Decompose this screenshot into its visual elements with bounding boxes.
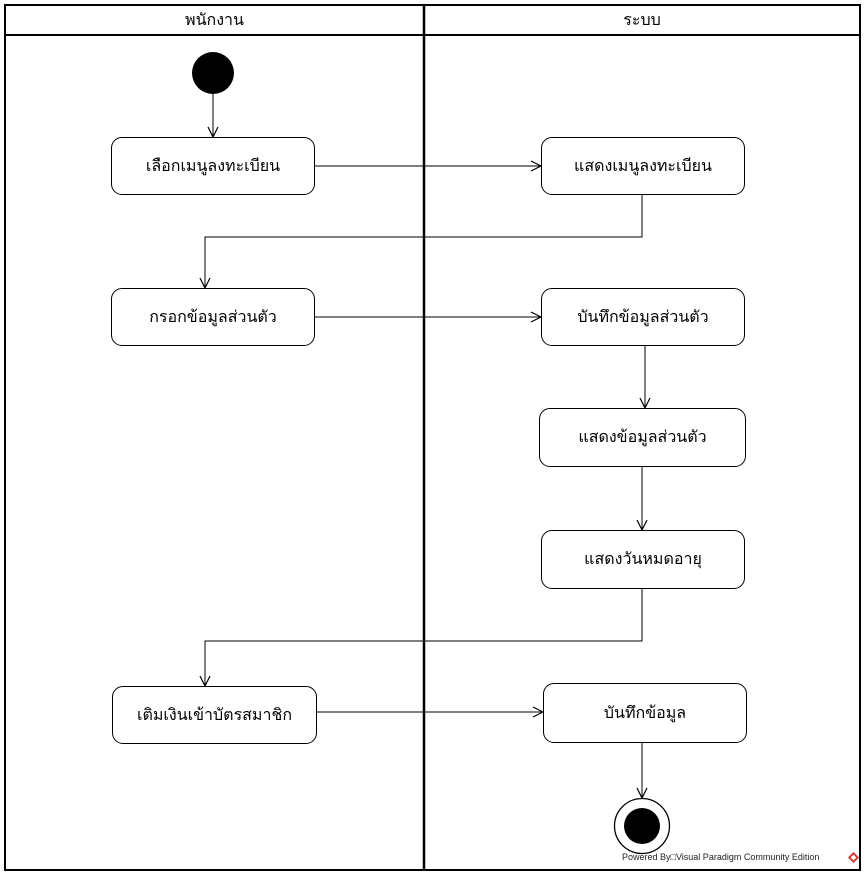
- lane-title-employee: พนักงาน: [185, 10, 244, 29]
- final-node-core: [624, 808, 660, 844]
- action-top-up[interactable]: เติมเงินเข้าบัตรสมาชิก: [112, 686, 317, 744]
- lane-title-system: ระบบ: [623, 10, 661, 29]
- action-show-info[interactable]: แสดงข้อมูลส่วนตัว: [539, 408, 746, 467]
- action-fill-info[interactable]: กรอกข้อมูลส่วนตัว: [111, 288, 315, 346]
- initial-node: [192, 52, 234, 94]
- swimlane-frame: [4, 4, 861, 871]
- watermark-text: Powered By□Visual Paradigm Community Edi…: [622, 852, 820, 862]
- action-show-menu[interactable]: แสดงเมนูลงทะเบียน: [541, 137, 745, 195]
- action-save-info[interactable]: บันทึกข้อมูลส่วนตัว: [541, 288, 745, 346]
- action-select-menu[interactable]: เลือกเมนูลงทะเบียน: [111, 137, 315, 195]
- action-save-data[interactable]: บันทึกข้อมูล: [543, 683, 747, 743]
- flow-show-expiry-to-top-up: [205, 589, 643, 686]
- flow-show-menu-to-fill-info: [205, 195, 643, 288]
- action-show-expiry[interactable]: แสดงวันหมดอายุ: [541, 530, 745, 589]
- visual-paradigm-logo-icon: [848, 852, 859, 863]
